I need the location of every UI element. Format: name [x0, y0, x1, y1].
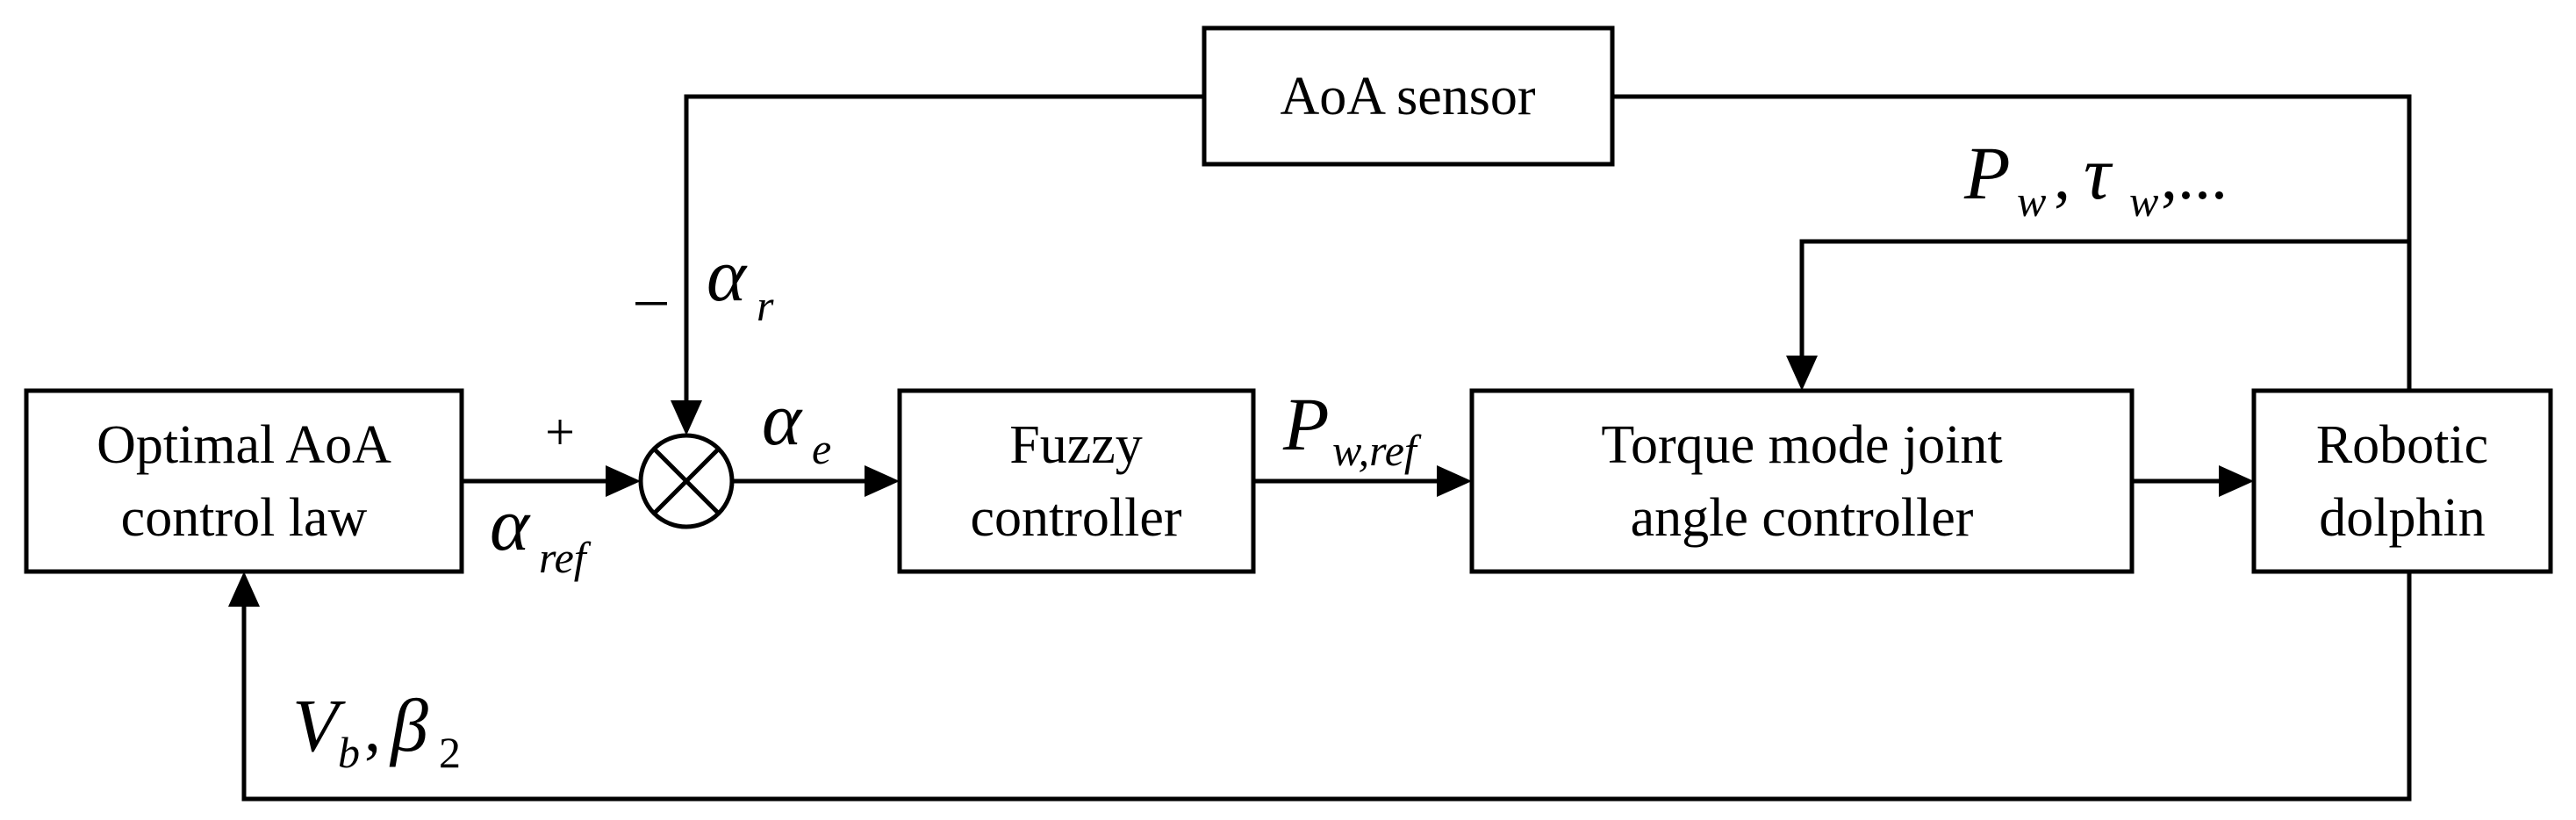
- svg-text:α: α: [490, 482, 531, 566]
- optimal-aoa-label-2: control law: [121, 488, 368, 548]
- minus-sign: –: [635, 264, 668, 332]
- arrow-into-torque-top: [1786, 356, 1818, 391]
- svg-text:2: 2: [439, 728, 461, 777]
- arrow-into-junction-left: [606, 465, 641, 497]
- svg-text:r: r: [757, 281, 774, 330]
- arrow-into-torque: [1437, 465, 1472, 497]
- aoa-sensor-label: AoA sensor: [1280, 67, 1535, 126]
- label-alpha-r: α r: [707, 233, 774, 330]
- svg-text:,: ,: [364, 692, 381, 766]
- junction-cross-2: [652, 447, 721, 515]
- label-alpha-ref: α ref: [490, 482, 592, 582]
- svg-text:ref: ref: [539, 533, 592, 582]
- robot-label-2: dolphin: [2319, 488, 2485, 548]
- wire-sensor-to-junction: [684, 94, 1204, 404]
- wire-robot-to-sensor: [1612, 94, 2412, 391]
- svg-text:α: α: [762, 377, 803, 461]
- fuzzy-label-2: controller: [970, 488, 1181, 548]
- fuzzy-controller-block: Fuzzy controller: [897, 388, 1256, 574]
- arrow-into-fuzzy: [865, 465, 900, 497]
- arrow-into-junction-top: [671, 400, 702, 435]
- svg-text:b: b: [338, 728, 360, 777]
- optimal-aoa-label-1: Optimal AoA: [97, 415, 391, 475]
- aoa-sensor-block: AoA sensor: [1202, 25, 1615, 167]
- arrow-into-optimal: [228, 572, 260, 607]
- svg-text:w: w: [2017, 176, 2046, 226]
- svg-text:β: β: [389, 683, 428, 767]
- svg-text:P: P: [1963, 131, 2011, 215]
- fuzzy-label-1: Fuzzy: [1009, 415, 1143, 475]
- svg-text:,...: ,...: [2161, 140, 2228, 213]
- wire-bottom-feedback: [241, 572, 2412, 802]
- torque-label-2: angle controller: [1631, 488, 1974, 548]
- torque-controller-block: Torque mode joint angle controller: [1469, 388, 2135, 574]
- summing-junction: [638, 433, 735, 529]
- label-vb-beta2: V b , β 2: [292, 683, 461, 777]
- svg-text:e: e: [812, 424, 831, 473]
- label-alpha-e: α e: [762, 377, 831, 473]
- robotic-dolphin-block: Robotic dolphin: [2251, 388, 2553, 574]
- arrow-into-robot: [2219, 465, 2254, 497]
- svg-text:w: w: [2129, 176, 2158, 226]
- plus-sign: +: [545, 403, 575, 461]
- svg-text:τ: τ: [2084, 131, 2113, 215]
- wire-inner-feedback: [1799, 239, 2409, 358]
- robot-label-1: Robotic: [2316, 415, 2488, 475]
- svg-text:,: ,: [2054, 140, 2070, 213]
- svg-text:V: V: [292, 683, 346, 767]
- svg-text:w,ref: w,ref: [1332, 426, 1422, 475]
- svg-text:α: α: [707, 233, 748, 317]
- torque-label-1: Torque mode joint: [1601, 415, 2002, 475]
- label-pw-tauw: P w , τ w ,...: [1963, 131, 2228, 226]
- label-p-wref: P w,ref: [1282, 382, 1422, 475]
- optimal-aoa-block: Optimal AoA control law: [24, 388, 464, 574]
- svg-text:P: P: [1282, 382, 1330, 466]
